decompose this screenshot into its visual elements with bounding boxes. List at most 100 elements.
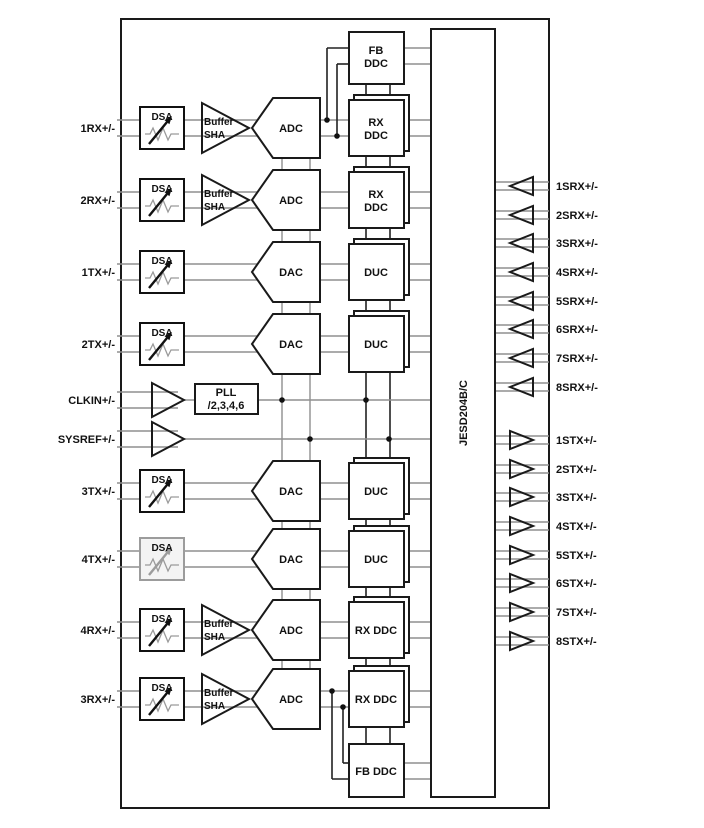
rx-ddc-3rx: RX DDC [348,665,410,728]
rx-ddc-label: RX [368,189,384,201]
dsa-1tx: DSA [139,250,185,294]
rx-ddc-label: DDC [364,130,388,142]
adc-2rx: ADC [250,169,321,231]
duc-1tx: DUC [348,238,410,301]
port-label-6stx: 6STX+/- [556,578,597,590]
adc-label: ADC [279,195,303,207]
port-label-1rx: 1RX+/- [80,123,115,135]
port-label-3srx: 3SRX+/- [556,238,598,250]
dac-4tx: DAC [250,528,321,590]
buffer-label: SHA [204,202,225,213]
duc-label: DUC [364,267,388,279]
adc-label: ADC [279,123,303,135]
fb-ddc-label: FB [369,45,384,57]
dsa-label: DSA [151,256,172,267]
adc-3rx: ADC [250,668,321,730]
buffer-sha-4rx: Buffer SHA [201,603,252,657]
port-label-2rx: 2RX+/- [80,195,115,207]
port-label-sysref: SYSREF+/- [58,434,115,446]
dac-label: DAC [279,554,303,566]
clkin-buffer [151,381,187,419]
duc-label: DUC [364,339,388,351]
port-label-2srx: 2SRX+/- [556,210,598,222]
rx-ddc-label: RX DDC [355,625,397,637]
duc-2tx: DUC [348,310,410,373]
dac-2tx: DAC [250,313,321,375]
port-label-2stx: 2STX+/- [556,464,597,476]
pll-block: PLL /2,3,4,6 [194,383,259,415]
buffer-label: SHA [204,130,225,141]
clock-sysref-wires [117,391,431,448]
dsa-2tx: DSA [139,322,185,366]
buffer-sha-1rx: Buffer SHA [201,101,252,155]
rx-ddc-2rx: RX DDC [348,166,410,229]
serdes-rx-buffers [507,175,534,398]
dac-3tx: DAC [250,460,321,522]
buffer-sha-2rx: Buffer SHA [201,173,252,227]
port-label-8srx: 8SRX+/- [556,382,598,394]
port-label-clkin: CLKIN+/- [68,395,115,407]
port-label-5stx: 5STX+/- [556,550,597,562]
adc-1rx: ADC [250,97,321,159]
dsa-label: DSA [151,184,172,195]
port-label-4rx: 4RX+/- [80,625,115,637]
dac-label: DAC [279,486,303,498]
rx-ddc-label: RX DDC [355,694,397,706]
port-label-1tx: 1TX+/- [82,267,116,279]
duc-4tx: DUC [348,525,410,588]
dsa-2rx: DSA [139,178,185,222]
port-label-5srx: 5SRX+/- [556,296,598,308]
duc-label: DUC [364,554,388,566]
rx-ddc-4rx: RX DDC [348,596,410,659]
port-label-6srx: 6SRX+/- [556,324,598,336]
port-label-2tx: 2TX+/- [82,339,116,351]
jesd-block: JESD204B/C [430,28,496,798]
port-label-4stx: 4STX+/- [556,521,597,533]
serdes-tx-buffers [509,429,536,652]
chip-boundary [120,18,550,809]
dsa-label: DSA [151,683,172,694]
port-label-1stx: 1STX+/- [556,435,597,447]
dac-label: DAC [279,339,303,351]
fb-ddc-branch-wires [326,47,431,780]
port-label-3tx: 3TX+/- [82,486,116,498]
buffer-label: Buffer [204,189,234,200]
adc-4rx: ADC [250,599,321,661]
port-label-4srx: 4SRX+/- [556,267,598,279]
fb-ddc-bottom: FB DDC [348,743,405,798]
port-label-7stx: 7STX+/- [556,607,597,619]
dsa-label: DSA [151,475,172,486]
dac-1tx: DAC [250,241,321,303]
pll-divider-label: /2,3,4,6 [208,400,245,412]
fb-ddc-label: FB DDC [355,766,397,778]
dsa-label: DSA [151,543,172,554]
dsa-4tx-disabled: DSA [139,537,185,581]
buffer-label: Buffer [204,688,234,699]
junction-dots [279,117,392,710]
port-label-3rx: 3RX+/- [80,694,115,706]
left-port-labels: 1RX+/- 2RX+/- 1TX+/- 2TX+/- CLKIN+/- SYS… [58,123,115,706]
dsa-label: DSA [151,112,172,123]
buffer-label: Buffer [204,117,234,128]
adc-label: ADC [279,625,303,637]
dac-label: DAC [279,267,303,279]
pll-label: PLL [216,387,237,399]
buffer-label: Buffer [204,619,234,630]
duc-3tx: DUC [348,457,410,520]
fb-ddc-top: FB DDC [348,31,405,85]
port-label-4tx: 4TX+/- [82,554,116,566]
serdes-wires [495,181,549,646]
duc-label: DUC [364,486,388,498]
port-label-3stx: 3STX+/- [556,492,597,504]
dsa-label: DSA [151,614,172,625]
dsa-label: DSA [151,328,172,339]
rx-ddc-label: DDC [364,202,388,214]
sysref-buffer [151,420,187,458]
jesd-label: JESD204B/C [458,380,470,446]
fb-ddc-label: DDC [364,58,388,70]
buffer-label: SHA [204,701,225,712]
dsa-3rx: DSA [139,677,185,721]
buffer-sha-3rx: Buffer SHA [201,672,252,726]
